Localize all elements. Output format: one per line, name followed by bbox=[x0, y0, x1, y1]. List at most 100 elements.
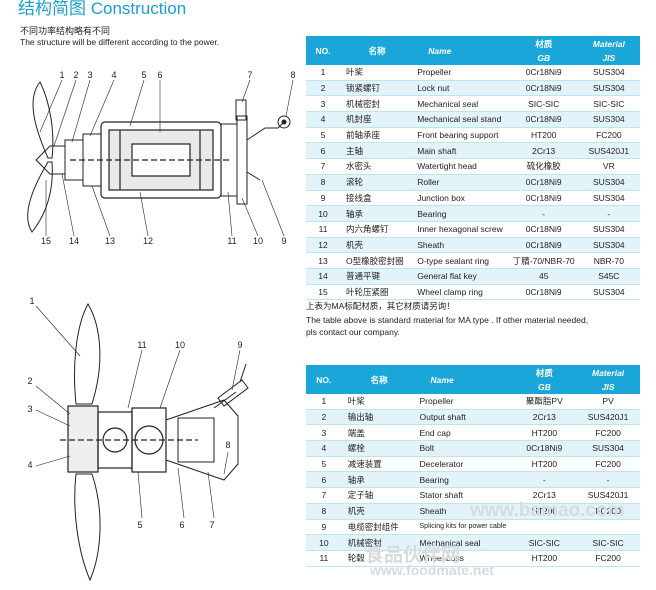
cell-jis: SUS304 bbox=[577, 80, 640, 97]
cell-name-zh: 减速装置 bbox=[341, 456, 417, 473]
cell-name-en: Lock nut bbox=[414, 80, 510, 97]
cell-name-en: Roller bbox=[414, 174, 510, 191]
cell-jis: SIC-SIC bbox=[576, 534, 640, 551]
cell-gb: 0Cr18Ni9 bbox=[509, 111, 578, 128]
cell-name-zh: 机壳 bbox=[340, 237, 415, 254]
cell-gb: 0Cr18Ni9 bbox=[509, 190, 578, 207]
callout-label: 8 bbox=[225, 440, 230, 450]
cell-name-en: Main shaft bbox=[414, 142, 510, 160]
cell-name-zh: 叶轮压紧圈 bbox=[340, 284, 415, 301]
callout-label: 2 bbox=[28, 376, 33, 386]
cell-jis: S45C bbox=[577, 268, 640, 285]
cell-jis: SUS304 bbox=[577, 174, 640, 191]
gear-housing bbox=[60, 405, 198, 473]
cell-gb: HT200 bbox=[512, 424, 577, 442]
cell-name-en: Bearing bbox=[416, 471, 513, 489]
cell-jis: SUS420J1 bbox=[576, 487, 640, 504]
callout-label: 10 bbox=[175, 340, 185, 350]
cell-name-en: Sheath bbox=[416, 503, 513, 520]
cell-no: 11 bbox=[306, 221, 341, 238]
cell-name-en: Propeller bbox=[414, 65, 510, 81]
watermark-foodmate-zh: 食品伙伴网 bbox=[365, 545, 461, 566]
cell-no: 4 bbox=[306, 111, 341, 128]
col-no: NO. bbox=[306, 36, 341, 65]
watermark-foodmate-url: www.foodmate.net bbox=[370, 562, 494, 578]
cell-name-zh: 主轴 bbox=[340, 142, 415, 160]
cell-no: 4 bbox=[306, 440, 342, 457]
cell-name-zh: 螺栓 bbox=[341, 440, 417, 457]
callout-label: 11 bbox=[227, 236, 236, 246]
cell-gb: 2Cr13 bbox=[509, 142, 578, 160]
cell-no: 5 bbox=[306, 456, 342, 473]
cell-name-zh: 机械密封 bbox=[340, 95, 415, 113]
col-material-zh: 材质 bbox=[512, 365, 577, 380]
cell-name-en: General flat key bbox=[414, 268, 510, 285]
cell-name-zh: 叶桨 bbox=[341, 394, 417, 410]
cell-gb: 硫化橡胶 bbox=[509, 158, 578, 175]
cell-name-en: Output shaft bbox=[416, 409, 513, 426]
cell-name-en: Mechanical seal stand bbox=[414, 111, 510, 128]
cell-jis: FC200 bbox=[577, 127, 640, 144]
callout-label: 11 bbox=[137, 340, 146, 350]
cell-no: 5 bbox=[306, 127, 341, 144]
cell-gb: - bbox=[512, 471, 577, 489]
cell-no: 13 bbox=[306, 252, 341, 269]
cell-name-en: Wheel clamp ring bbox=[414, 284, 510, 301]
callout-label: 4 bbox=[111, 70, 116, 80]
cell-gb: 45 bbox=[509, 268, 578, 285]
cell-jis: SUS304 bbox=[577, 284, 640, 301]
motor-body bbox=[165, 363, 249, 481]
callout-label: 8 bbox=[290, 70, 295, 80]
cell-name-zh: 锁紧螺钉 bbox=[340, 80, 415, 97]
cell-gb: HT200 bbox=[512, 503, 577, 520]
cell-gb: 0Cr18Ni9 bbox=[509, 221, 578, 238]
cell-name-en: Wheel boss bbox=[416, 550, 513, 567]
cell-name-en: Junction box bbox=[414, 190, 510, 207]
cell-name-en: Front bearing support bbox=[414, 127, 510, 144]
cell-no: 9 bbox=[306, 519, 342, 536]
col-name-en: Name bbox=[414, 36, 510, 65]
callout-label: 1 bbox=[59, 70, 64, 80]
cell-name-zh: 机壳 bbox=[341, 503, 417, 520]
col-jis: JIS bbox=[576, 380, 640, 394]
callout-label: 3 bbox=[87, 70, 92, 80]
cell-name-en: Inner hexagonal screw bbox=[414, 221, 510, 238]
cell-gb: 0Cr18Ni9 bbox=[509, 284, 578, 301]
callout-label: 4 bbox=[28, 460, 33, 470]
cell-name-zh: 普通平键 bbox=[340, 268, 415, 285]
cell-no: 8 bbox=[306, 503, 342, 520]
propeller-blades bbox=[27, 81, 54, 233]
cell-jis: VR bbox=[577, 158, 640, 175]
col-material-en: Material bbox=[577, 36, 640, 51]
callout-label: 1 bbox=[29, 296, 34, 306]
col-no: NO. bbox=[306, 365, 342, 394]
cell-gb: 丁腈-70/NBR-70 bbox=[509, 252, 578, 269]
cell-no: 14 bbox=[306, 268, 341, 285]
cell-no: 7 bbox=[306, 158, 341, 175]
cell-name-en: End cap bbox=[416, 424, 513, 442]
cell-name-zh: 机械密封 bbox=[341, 534, 417, 551]
cell-name-zh: 机封座 bbox=[340, 111, 415, 128]
cell-no: 9 bbox=[306, 190, 341, 207]
watermark-bamao: www.bamao.com bbox=[470, 500, 625, 521]
cell-name-zh: 轴承 bbox=[340, 205, 415, 222]
cell-name-en: Watertight head bbox=[414, 158, 510, 175]
end-cap bbox=[220, 99, 248, 205]
cell-jis: SUS304 bbox=[577, 237, 640, 254]
subtitle-english: The structure will be different accordin… bbox=[20, 37, 220, 47]
col-gb: GB bbox=[509, 51, 578, 65]
col-jis: JIS bbox=[577, 51, 640, 65]
cell-gb: 聚酯脂PV bbox=[512, 394, 577, 410]
cell-jis: PV bbox=[576, 394, 640, 410]
cell-name-zh: 定子轴 bbox=[341, 487, 417, 504]
